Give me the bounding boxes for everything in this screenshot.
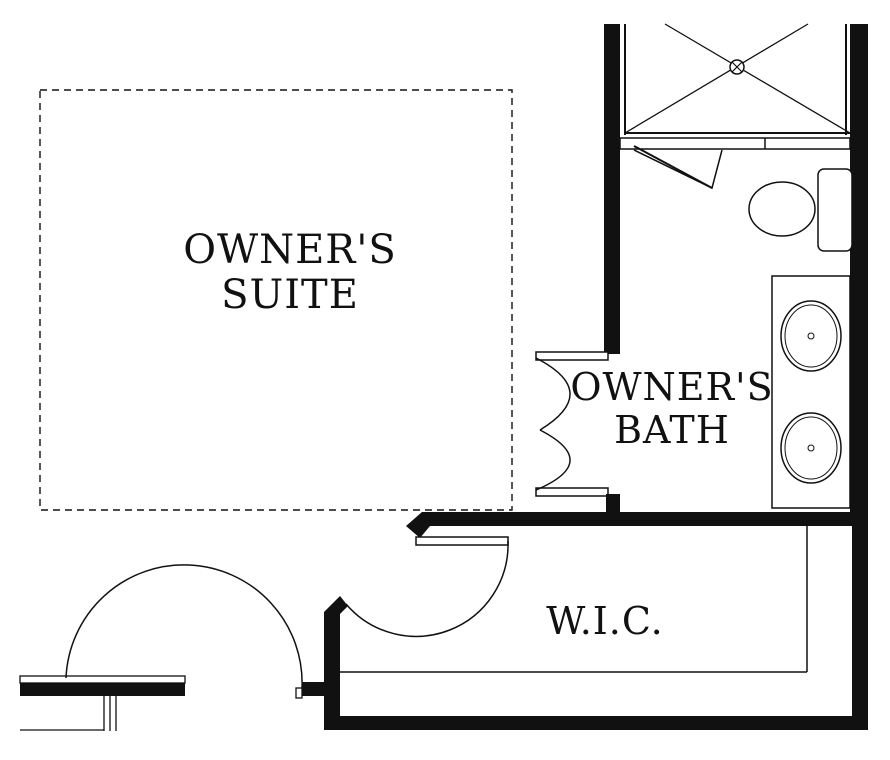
hall-door-swing <box>65 564 303 689</box>
double-vanity <box>771 275 851 509</box>
toilet <box>748 168 853 252</box>
owners-suite-outline <box>39 89 513 511</box>
lower-left-wall-cap <box>19 675 186 684</box>
stair-rail <box>20 696 117 731</box>
shower-curb <box>619 137 851 150</box>
bath-double-door <box>535 351 620 512</box>
wic-left-wall <box>324 596 348 730</box>
wall-stub <box>302 682 326 696</box>
shower <box>624 23 851 135</box>
hall-door-leaf <box>295 687 303 699</box>
wic-right-wall <box>852 512 868 730</box>
closet-shelf <box>340 526 808 673</box>
wic-label: W.I.C. <box>546 599 664 643</box>
bath-right-wall <box>850 24 868 524</box>
wic-door <box>345 536 509 638</box>
wic-bottom-wall <box>324 716 868 730</box>
lower-left-wall <box>20 682 185 696</box>
shower-door <box>633 145 723 190</box>
owners-bath-label: OWNER'S BATH <box>570 365 774 452</box>
bath-wic-divider-wall <box>406 512 868 538</box>
bath-left-wall <box>604 24 620 354</box>
owners-suite-label: OWNER'S SUITE <box>183 227 397 319</box>
